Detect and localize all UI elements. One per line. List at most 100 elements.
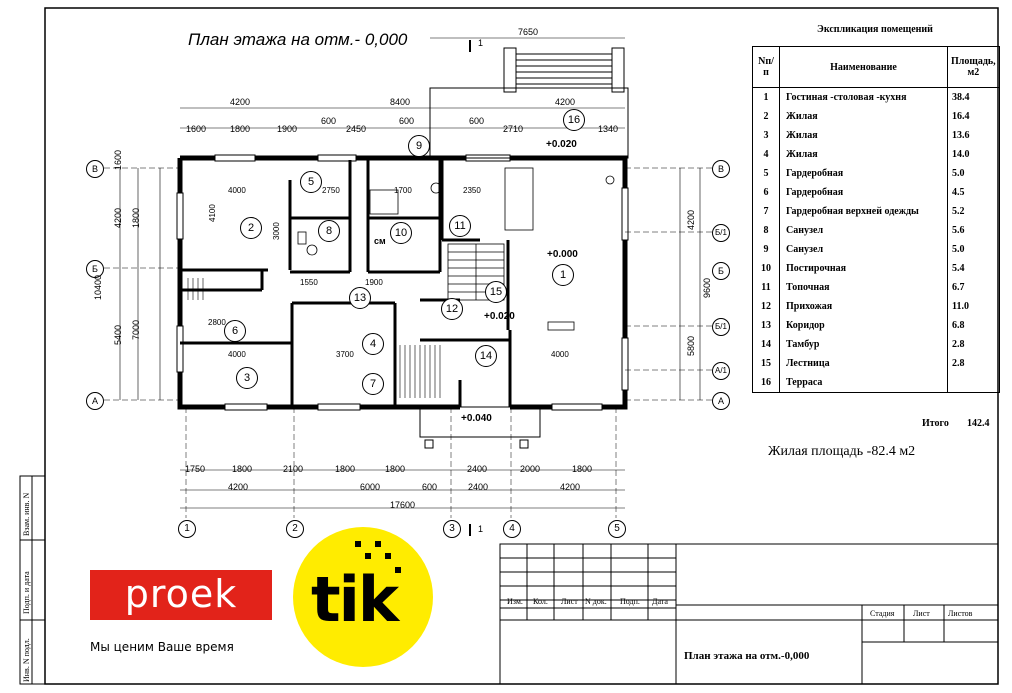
dim-top-overall: 7650	[518, 27, 539, 37]
room-number-12: 12	[441, 298, 463, 320]
axis-bubble-v-top-right: В	[712, 160, 730, 178]
tik-logo: tik	[293, 527, 433, 667]
fixtures	[297, 167, 615, 331]
row-num: 1	[752, 87, 780, 107]
title-block-grid	[499, 543, 999, 685]
row-name: Жилая	[779, 107, 948, 126]
header-name: Наименование	[779, 46, 948, 88]
tb-col-ndok: N док.	[585, 597, 607, 606]
row-num: 7	[752, 202, 780, 221]
axis-bubble-a-right: А	[712, 392, 730, 410]
row-num: 16	[752, 373, 780, 393]
row-name: Прихожая	[779, 297, 948, 316]
dim-interior: 1900	[365, 278, 383, 287]
axis-bubble-b-right: Б	[712, 262, 730, 280]
room-number-5: 5	[300, 171, 322, 193]
dim-left: 1600	[113, 149, 123, 170]
room-number-16: 16	[563, 109, 585, 131]
dim-right: 4200	[686, 209, 696, 230]
room-number-4: 4	[362, 333, 384, 355]
row-name: Гостиная -столовая -кухня	[779, 87, 948, 107]
proek-slogan: Мы ценим Ваше время	[90, 640, 234, 654]
tb-col-kol: Кол.	[533, 597, 548, 606]
row-area: 5.6	[947, 221, 1000, 240]
dim-bottom-row1: 1800	[232, 464, 253, 474]
row-num: 4	[752, 145, 780, 164]
tb-col-data: Дата	[652, 597, 668, 606]
section-mark-top: 1	[478, 38, 484, 48]
side-label-podp: Подп. и дата	[22, 571, 31, 614]
room-number-1: 1	[552, 264, 574, 286]
dim-bottom-row1: 1800	[385, 464, 406, 474]
room-number-14: 14	[475, 345, 497, 367]
room-number-3: 3	[236, 367, 258, 389]
dim-interior: 2350	[463, 186, 481, 195]
row-num: 13	[752, 316, 780, 335]
section-mark-bottom: 1	[478, 524, 484, 534]
row-name: Санузел	[779, 240, 948, 259]
row-num: 5	[752, 164, 780, 183]
interior-walls	[180, 160, 512, 407]
plan-title: План этажа на отм.- 0,000	[188, 30, 408, 49]
dim-interior: 4000	[551, 350, 569, 359]
dim-top-row2: 1900	[277, 124, 298, 134]
row-area: 5.2	[947, 202, 1000, 221]
tb-col-list: Лист	[561, 597, 578, 606]
dimension-lines	[119, 37, 701, 509]
dim-top-row2: 1600	[186, 124, 207, 134]
row-num: 8	[752, 221, 780, 240]
axis-bubble-v-top: В	[86, 160, 104, 178]
dim-top-row2: 1340	[598, 124, 619, 134]
tb-sheets: Листов	[948, 609, 973, 618]
wardrobe-hatch	[187, 278, 441, 398]
tik-dot-icon	[365, 553, 371, 559]
row-name: Постирочная	[779, 259, 948, 278]
dim-bottom-row1: 2400	[467, 464, 488, 474]
axis-guides	[104, 167, 712, 518]
dim-left: 10400	[93, 274, 103, 300]
room-number-2: 2	[240, 217, 262, 239]
axis-bubble-a1-right: А/1	[712, 362, 730, 380]
room-number-8: 8	[318, 220, 340, 242]
dim-bottom-row1: 2100	[283, 464, 304, 474]
row-num: 6	[752, 183, 780, 202]
axis-bubble-h3: 3	[443, 520, 461, 538]
axis-bubble-h5: 5	[608, 520, 626, 538]
level-mark-hall: +0.020	[484, 311, 515, 322]
dim-interior: 4000	[228, 186, 246, 195]
row-name: Гардеробная	[779, 164, 948, 183]
dim-bottom-row2: 4200	[228, 482, 249, 492]
row-name: Санузел	[779, 221, 948, 240]
dim-interior: 3700	[336, 350, 354, 359]
side-label-inv: Инв. N подл.	[22, 638, 31, 682]
tik-logo-text: tik	[311, 563, 399, 636]
proek-logo: proek	[90, 570, 272, 620]
row-area: 2.8	[947, 335, 1000, 354]
row-area: 11.0	[947, 297, 1000, 316]
dim-bottom-row1: 2000	[520, 464, 541, 474]
dim-interior: 3000	[272, 222, 281, 240]
header-num: Nп/п	[752, 46, 780, 88]
explication-title: Экспликация помещений	[817, 24, 933, 35]
row-name: Терраса	[779, 373, 948, 393]
row-area: 38.4	[947, 87, 1000, 107]
row-num: 15	[752, 354, 780, 373]
tb-sheet-title: План этажа на отм.-0,000	[684, 650, 810, 662]
tb-col-podp: Подп.	[620, 597, 640, 606]
row-name: Жилая	[779, 126, 948, 145]
tb-sheet: Лист	[913, 609, 930, 618]
axis-bubble-h2: 2	[286, 520, 304, 538]
row-num: 14	[752, 335, 780, 354]
row-num: 2	[752, 107, 780, 126]
dim-bottom-row2: 2400	[468, 482, 489, 492]
dim-left: 1800	[131, 207, 141, 228]
room-number-7: 7	[362, 373, 384, 395]
